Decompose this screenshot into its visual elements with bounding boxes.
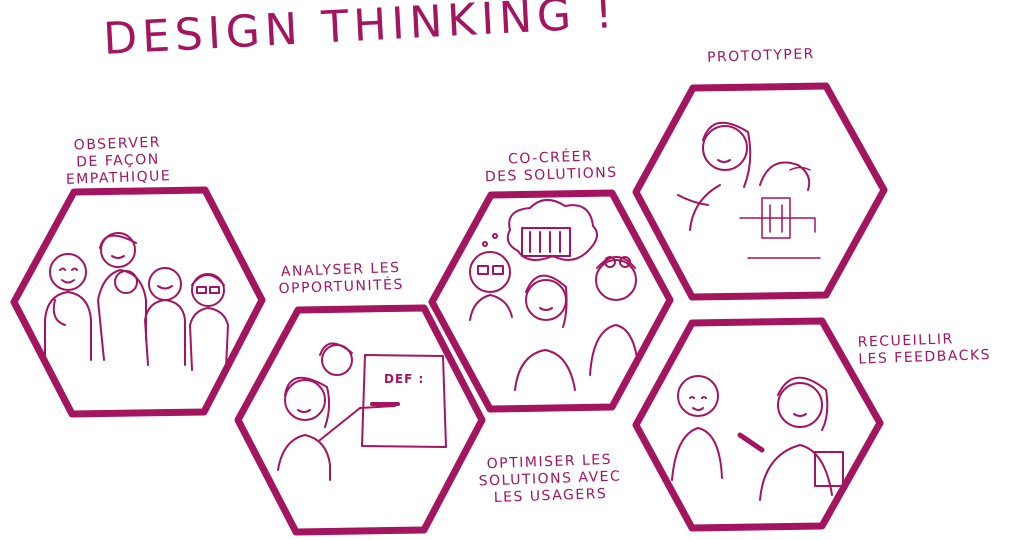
prototype-illustration	[677, 121, 821, 259]
label-observer: OBSERVER DE FAÇON EMPATHIQUE	[65, 134, 172, 188]
hexagon-recueillir	[632, 317, 884, 532]
whiteboard-text: DEF :	[384, 372, 425, 386]
people-group-illustration	[44, 232, 229, 371]
hexagon-analyser	[234, 304, 486, 536]
hexagon-prototyper	[632, 82, 888, 301]
team-illustration	[469, 199, 639, 391]
label-analyser: ANALYSER LES OPPORTUNITÉS	[278, 259, 405, 298]
hexagon-frame	[632, 82, 888, 301]
hexagon-cocreer	[428, 189, 674, 413]
hexagon-frame	[10, 186, 266, 418]
hexagon-observer	[10, 186, 266, 418]
interview-illustration	[671, 375, 844, 501]
whiteboard-illustration	[277, 342, 447, 481]
hexagon-frame	[632, 317, 884, 532]
hexagon-frame	[234, 304, 486, 536]
hexagon-frame	[428, 189, 674, 413]
label-optimiser: OPTIMISER LES SOLUTIONS AVEC LES USAGERS	[478, 451, 622, 506]
label-recueillir: RECUEILLIR LES FEEDBACKS	[857, 331, 992, 368]
label-cocreer: CO-CRÉER DES SOLUTIONS	[484, 148, 618, 186]
